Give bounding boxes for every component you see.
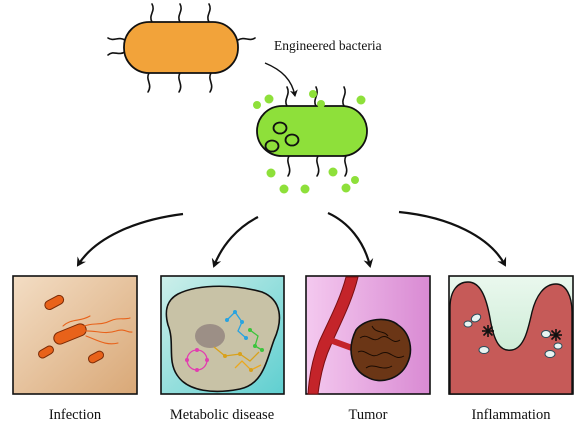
blood-vessel [307, 276, 359, 395]
arrow-to-inflammation [398, 210, 507, 267]
label-tumor: Tumor [349, 407, 388, 423]
inflammation-panel [448, 275, 574, 395]
label-infection: Infection [49, 407, 102, 423]
arrow-to-metabolic [211, 216, 259, 268]
arrow-to-infection [76, 212, 184, 267]
tumor-panel [305, 275, 431, 395]
label-metabolic-disease: Metabolic disease [170, 407, 274, 423]
engineered-bacterium [256, 86, 368, 177]
plasmid-icons [264, 121, 300, 153]
nucleus [195, 324, 225, 348]
panel-labels: Infection Metabolic disease Tumor Inflam… [49, 407, 551, 423]
modification-arrow [264, 62, 298, 97]
engineered-bacteria-label: Engineered bacteria [274, 38, 382, 53]
label-inflammation: Inflammation [472, 407, 552, 423]
immune-cells [482, 325, 562, 341]
metabolic-disease-panel [160, 275, 285, 395]
infection-panel [12, 275, 138, 395]
wild-bacterium [107, 3, 256, 93]
tumor-mass [350, 318, 412, 382]
intestinal-tissue [449, 281, 573, 395]
secreted-molecules [253, 90, 366, 194]
arrow-to-tumor [327, 211, 374, 268]
application-arrows [76, 210, 507, 268]
